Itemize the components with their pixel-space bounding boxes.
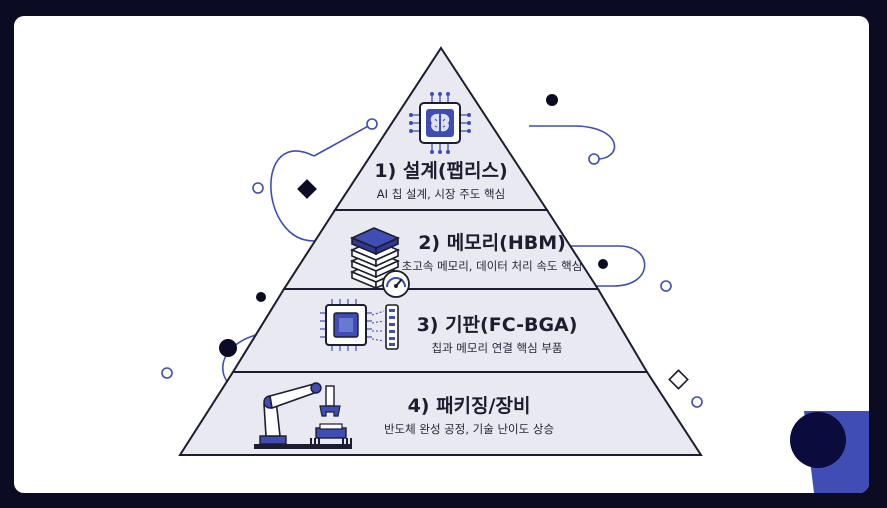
dot-decor <box>256 292 266 302</box>
decorative-curves <box>222 123 646 402</box>
diagram-card: 1) 설계(팹리스) AI 칩 설계, 시장 주도 핵심 2) 메모리(HBM)… <box>14 16 869 493</box>
dot-decor <box>219 339 237 357</box>
ring-decor <box>161 367 173 379</box>
semiconductor-pyramid-diagram <box>161 46 869 493</box>
right-curve-top <box>529 125 616 160</box>
memory-stack-gauge-icon <box>349 227 410 298</box>
tier-3-title: 3) 기판(FC-BGA) <box>416 314 578 336</box>
dot-decor <box>598 259 608 269</box>
corner-circle-decor <box>790 412 846 468</box>
ring-decor <box>588 153 600 165</box>
tier-3-subtitle: 칩과 메모리 연결 핵심 부품 <box>431 341 563 355</box>
tier-1-subtitle: AI 칩 설계, 시장 주도 핵심 <box>376 187 506 201</box>
ring-decor <box>660 280 672 292</box>
dot-decor <box>546 94 558 106</box>
ai-chip-brain-icon <box>409 92 471 154</box>
diamond-outline-decor <box>668 369 689 390</box>
ring-decor <box>252 182 264 194</box>
left-curve-top <box>270 150 354 242</box>
right-curve-mid <box>554 245 646 287</box>
tier-4-text: 4) 패키징/장비 반도체 완성 공정, 기술 난이도 상승 <box>354 394 584 437</box>
tier-2-subtitle: 초고속 메모리, 데이터 처리 속도 핵심 <box>401 259 583 273</box>
tier-1-text: 1) 설계(팹리스) AI 칩 설계, 시장 주도 핵심 <box>351 159 531 202</box>
left-connector-top <box>313 123 373 157</box>
tier-4-title: 4) 패키징/장비 <box>407 395 531 417</box>
tier-2-title: 2) 메모리(HBM) <box>418 232 566 254</box>
diamond-decor <box>297 179 317 199</box>
substrate-chip-icon <box>320 299 399 351</box>
decorative-shapes <box>161 94 869 493</box>
tier-3-text: 3) 기판(FC-BGA) 칩과 메모리 연결 핵심 부품 <box>397 313 597 356</box>
tier-1-title: 1) 설계(팹리스) <box>374 160 508 182</box>
ring-decor <box>366 118 378 130</box>
robot-arm-icon <box>254 382 352 449</box>
tier-4-subtitle: 반도체 완성 공정, 기술 난이도 상승 <box>383 422 555 436</box>
ring-decor <box>691 396 703 408</box>
tier-2-text: 2) 메모리(HBM) 초고속 메모리, 데이터 처리 속도 핵심 <box>392 231 592 274</box>
